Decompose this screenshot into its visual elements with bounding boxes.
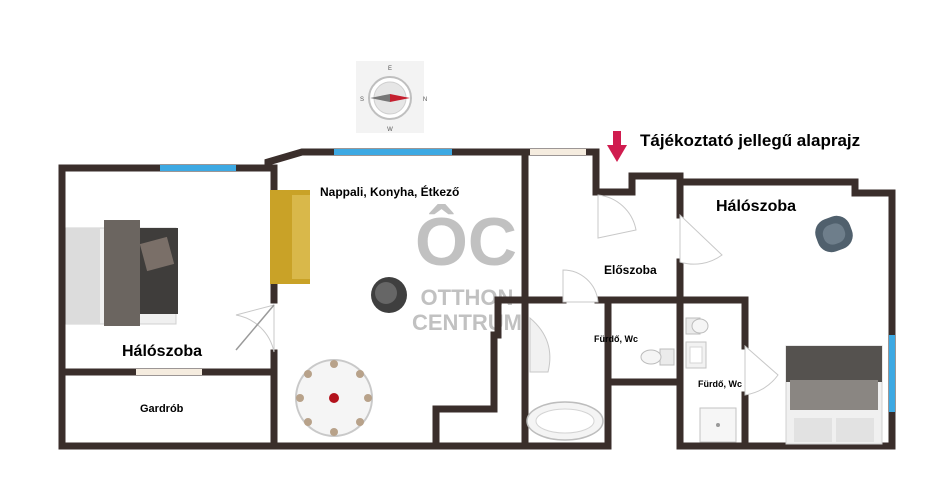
bed-icon	[785, 345, 883, 445]
compass-east-label: E	[388, 66, 392, 72]
toilet-icon	[685, 317, 709, 335]
bed-icon	[65, 220, 178, 326]
compass-north-label: N	[423, 97, 427, 103]
doors	[235, 194, 779, 396]
room-label-living: Nappali, Konyha, Étkező	[320, 184, 459, 199]
armchair-icon	[815, 215, 853, 253]
down-arrow-icon	[607, 131, 627, 162]
room-label-bedroom-left: Hálószoba	[122, 343, 202, 360]
windows	[136, 149, 895, 412]
compass-icon: E W S N	[356, 61, 427, 133]
room-label-wardrobe: Gardrób	[140, 403, 184, 415]
room-label-bath1: Fürdő, Wc	[594, 334, 638, 344]
room-label-hall: Előszoba	[604, 263, 657, 277]
dining-table-icon	[295, 359, 373, 437]
shower-icon	[699, 407, 737, 443]
watermark-monogram: ÔC	[415, 203, 517, 280]
armchair-icon	[371, 277, 407, 313]
room-label-bath2: Fürdő, Wc	[698, 379, 742, 389]
plan-title: Tájékoztató jellegű alaprajz	[640, 131, 860, 150]
sofa-icon	[270, 190, 310, 284]
watermark-line2: CENTRUM	[412, 310, 522, 335]
toilet-icon	[640, 348, 675, 366]
sink-icon	[685, 341, 707, 369]
compass-south-label: S	[360, 97, 364, 103]
bathtub-icon	[526, 401, 604, 441]
room-label-bedroom-right: Hálószoba	[716, 198, 796, 215]
compass-west-label: W	[387, 127, 393, 133]
sink-icon	[529, 316, 551, 373]
